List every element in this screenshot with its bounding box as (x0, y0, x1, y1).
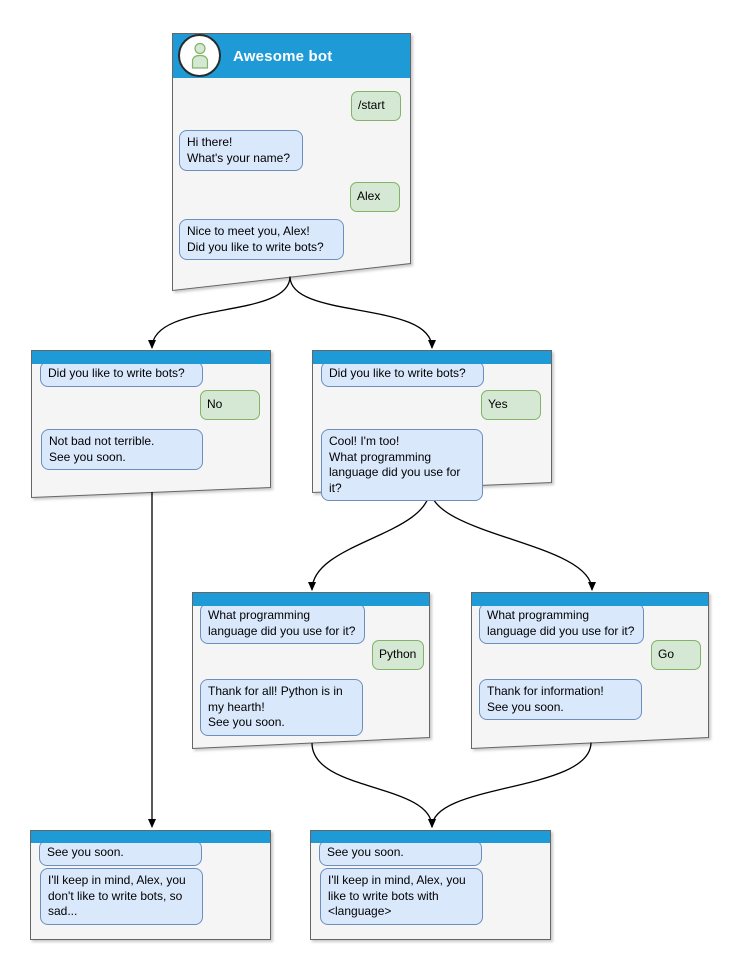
bot-message-bubble: What programming language did you use fo… (200, 603, 365, 645)
bot-message-bubble: See you soon. (39, 840, 202, 866)
flow-arrow-go-to-end (428, 742, 592, 828)
bot-avatar (178, 34, 221, 77)
bot-message-bubble: Did you like to write bots? (40, 361, 203, 387)
window-titlebar-branch-no (32, 351, 270, 364)
bot-message-bubble: What programming language did you use fo… (479, 603, 644, 645)
flow-arrow-start-to-no (148, 276, 291, 349)
flow-arrow-yes-to-go (429, 487, 596, 591)
flow-arrow-python-to-end (311, 742, 436, 828)
user-message-bubble: Alex (350, 182, 400, 212)
bot-message-bubble: I'll keep in mind, Alex, you like to wri… (320, 868, 483, 925)
window-titlebar-branch-yes (313, 351, 551, 364)
window-titlebar-end-yes (311, 831, 550, 843)
bot-message-bubble: Not bad not terrible. See you soon. (41, 429, 203, 471)
window-titlebar-branch-go (472, 593, 708, 606)
window-titlebar-end-no (31, 831, 270, 843)
bot-message-bubble: Did you like to write bots? (321, 361, 484, 387)
bot-message-bubble: Cool! I'm too! What programming language… (321, 429, 483, 502)
user-message-bubble: Go (651, 640, 701, 670)
flow-arrow-yes-to-python (308, 487, 431, 591)
bot-message-bubble: See you soon. (319, 840, 482, 866)
user-message-bubble: Python (372, 640, 424, 670)
user-message-bubble: /start (351, 91, 401, 121)
flow-arrow-start-to-yes (289, 276, 436, 349)
user-message-bubble: No (200, 390, 260, 420)
window-titlebar-branch-python (193, 593, 429, 606)
bot-message-bubble: Thank for information! See you soon. (479, 679, 642, 721)
bot-message-bubble: Hi there! What's your name? (179, 130, 303, 172)
user-message-bubble: Yes (481, 390, 541, 420)
bot-message-bubble: Thank for all! Python is in my hearth! S… (200, 679, 363, 736)
person-icon (191, 42, 208, 69)
bot-message-bubble: I'll keep in mind, Alex, you don't like … (40, 868, 203, 925)
bot-name-title: Awesome bot (233, 47, 333, 65)
bot-message-bubble: Nice to meet you, Alex! Did you like to … (179, 219, 344, 261)
